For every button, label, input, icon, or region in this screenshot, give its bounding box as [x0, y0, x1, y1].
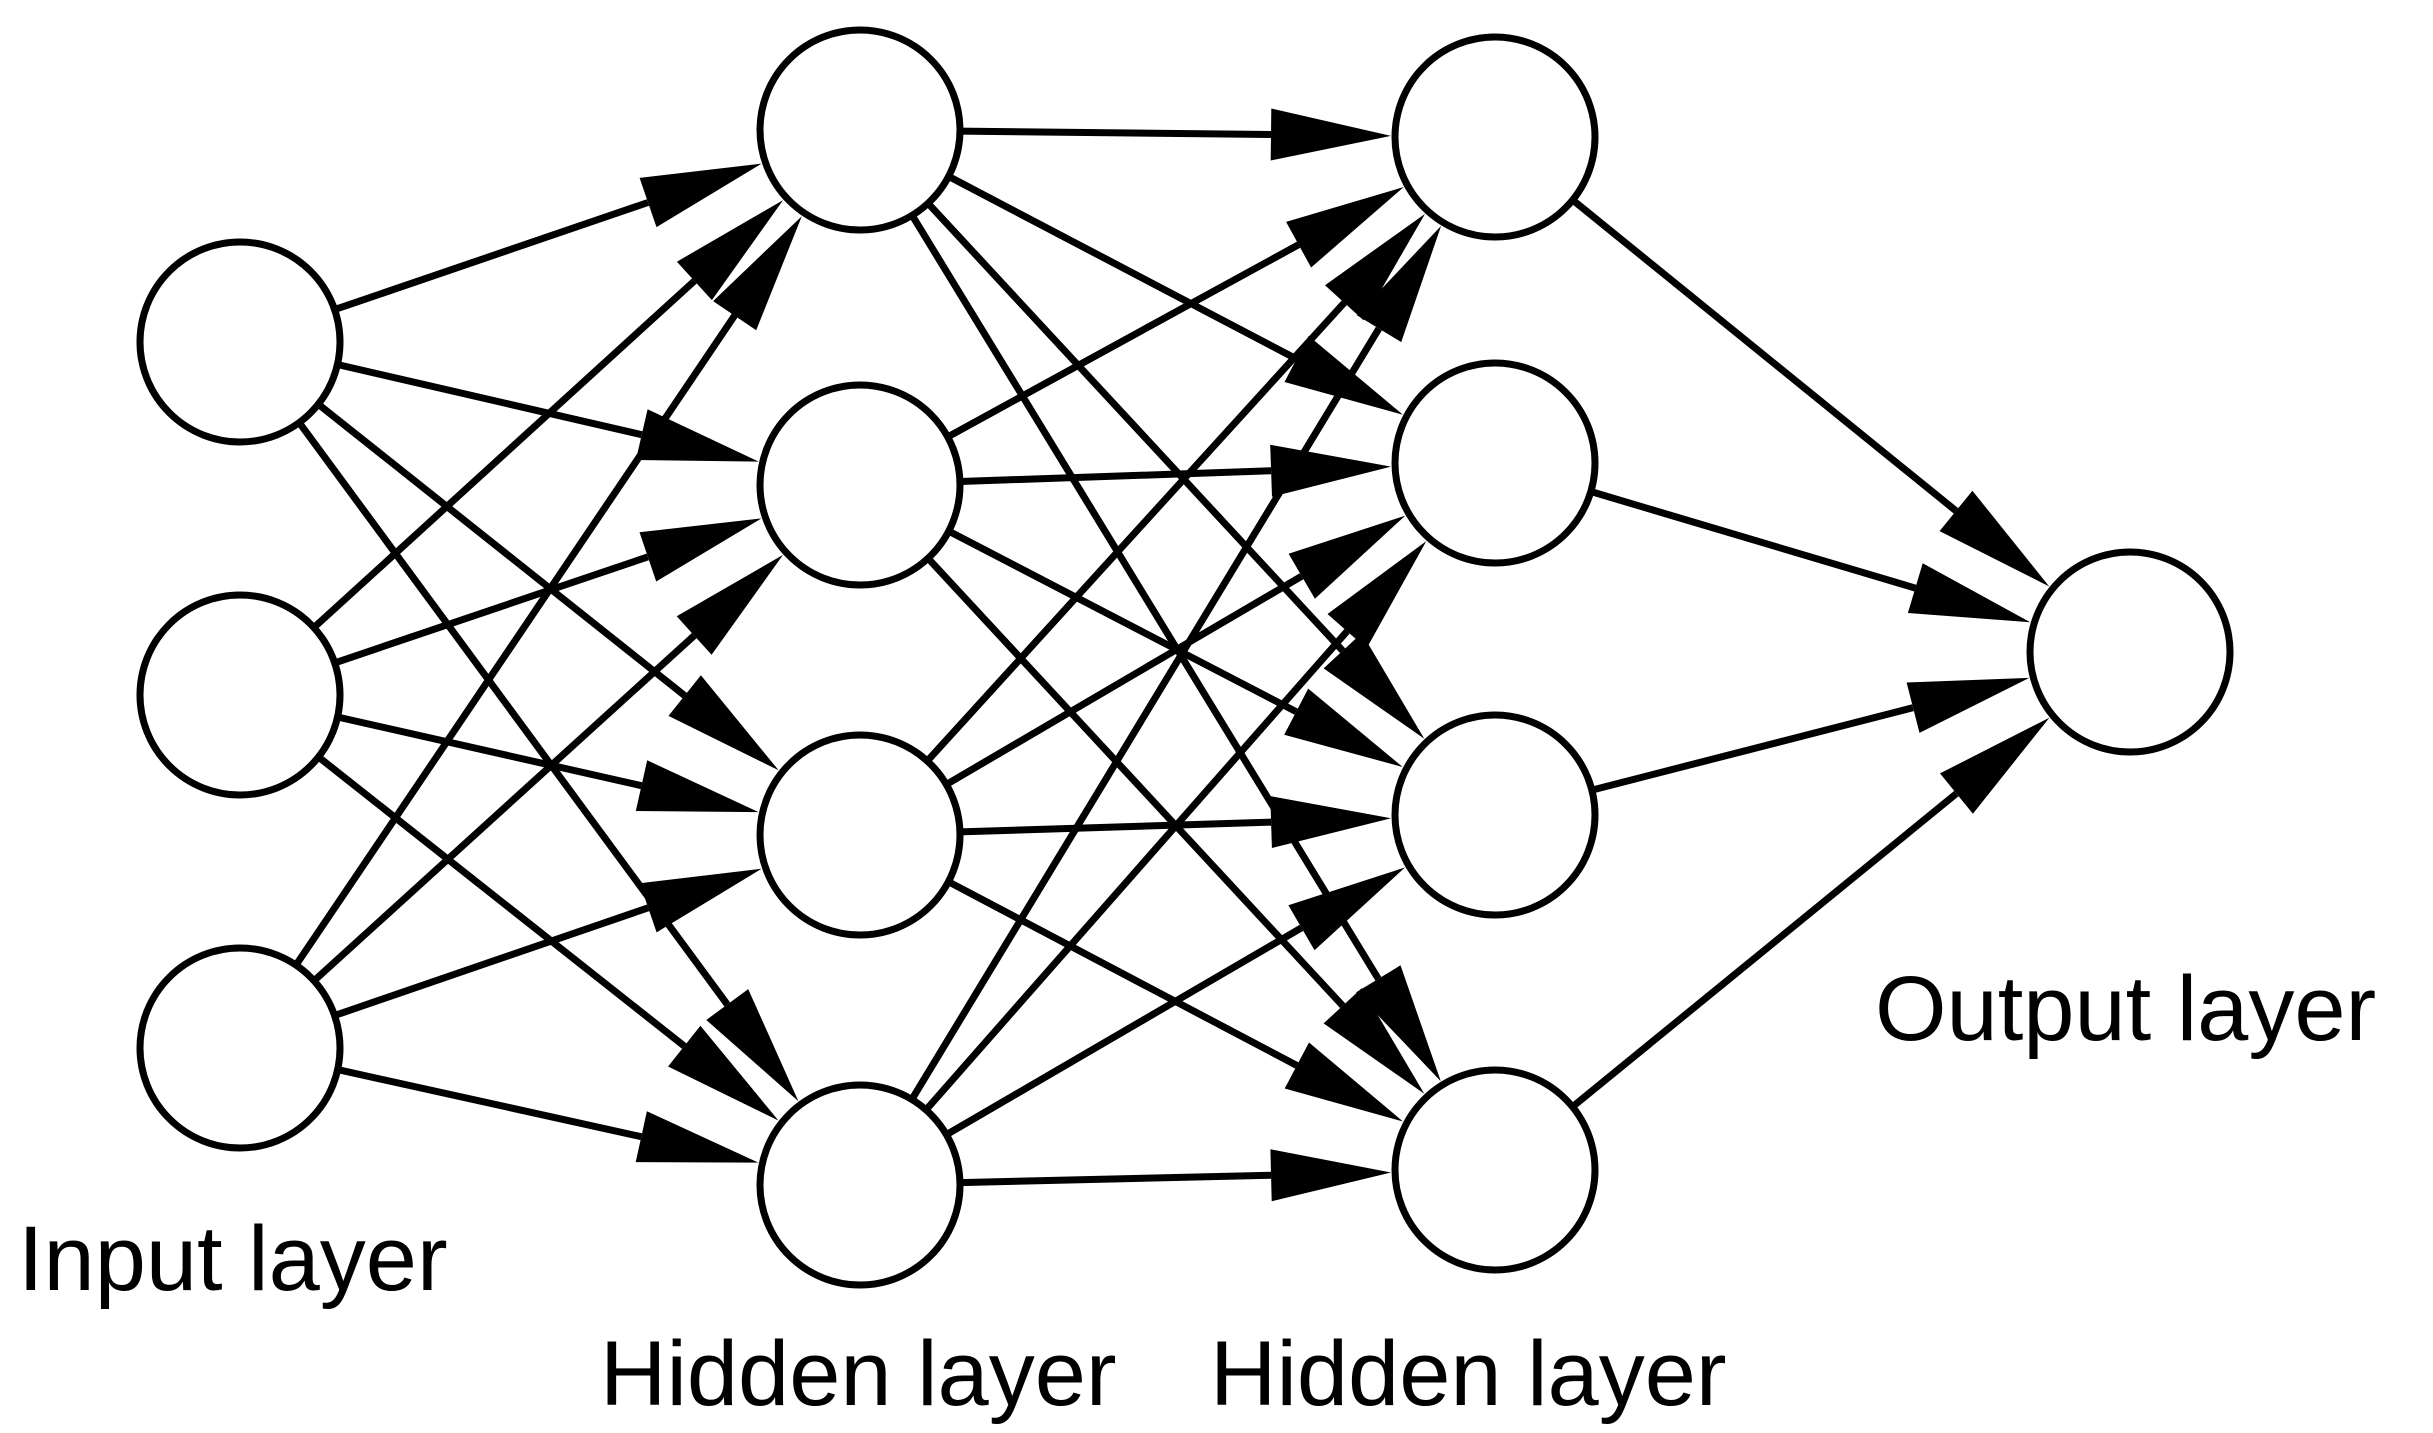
- edge-hidden1-3-hidden2-1: [923, 628, 1350, 1113]
- edge-hidden1-2-hidden2-1: [944, 573, 1304, 788]
- arrowhead-icon: [706, 989, 799, 1102]
- nodes: [136, 26, 2234, 1289]
- arrowhead-icon: [1939, 490, 2050, 587]
- node-hidden2-1: [1391, 359, 1599, 567]
- arrowhead-icon: [1284, 688, 1403, 767]
- edge-hidden1-0-hidden2-3: [909, 213, 1382, 981]
- edge-hidden1-1-hidden2-1: [959, 467, 1272, 485]
- edge-hidden1-1-hidden2-0: [946, 241, 1301, 440]
- arrowhead-icon: [1906, 677, 2030, 733]
- arrowhead-icon: [639, 868, 762, 933]
- arrowhead-icon: [1325, 213, 1425, 321]
- arrowhead-icon: [1286, 187, 1404, 268]
- arrowhead-icon: [1356, 965, 1441, 1082]
- edge-hidden1-0-hidden2-1: [946, 173, 1299, 363]
- arrowhead-icon: [713, 216, 802, 331]
- arrowhead-icon: [1323, 988, 1425, 1094]
- arrowhead-icon: [668, 1025, 779, 1121]
- node-hidden1-3: [756, 1081, 964, 1289]
- arrowhead-icon: [1284, 1042, 1403, 1122]
- arrowhead-icon: [1323, 633, 1425, 739]
- arrowhead-icon: [1327, 541, 1427, 649]
- edge-hidden1-0-hidden2-0: [959, 127, 1272, 138]
- arrowhead-icon: [635, 760, 759, 813]
- hidden-layer-2-label: Hidden layer: [1210, 1323, 1727, 1425]
- edge-hidden1-2-hidden2-0: [924, 300, 1347, 764]
- node-hidden2-0: [1391, 33, 1599, 241]
- arrowhead-icon: [668, 675, 779, 771]
- edge-hidden2-0-output-0: [1570, 197, 1959, 514]
- edge-hidden1-3-hidden2-2: [944, 924, 1304, 1138]
- edge-hidden2-3-output-0: [1570, 790, 1959, 1110]
- node-hidden1-1: [756, 381, 964, 589]
- edge-input-1-hidden1-2: [336, 713, 643, 790]
- arrowhead-icon: [639, 518, 762, 582]
- input-layer-label: Input layer: [18, 1208, 448, 1310]
- arrowhead-icon: [1270, 796, 1392, 848]
- edge-hidden1-3-hidden2-0: [908, 326, 1382, 1102]
- edge-input-1-hidden1-1: [333, 553, 649, 667]
- node-hidden1-0: [756, 26, 964, 234]
- edge-hidden1-2-hidden2-2: [959, 818, 1272, 836]
- node-hidden1-2: [756, 731, 964, 939]
- edge-hidden2-1-output-0: [1589, 488, 1917, 592]
- arrowhead-icon: [1356, 225, 1442, 343]
- arrowhead-icon: [1907, 563, 2031, 623]
- arrowhead-icon: [676, 200, 784, 301]
- edge-hidden1-3-hidden2-3: [959, 1171, 1272, 1187]
- edge-input-2-hidden1-3: [336, 1066, 643, 1141]
- edge-input-2-hidden1-1: [311, 633, 697, 984]
- arrowhead-icon: [1288, 867, 1406, 951]
- edge-hidden1-1-hidden2-2: [947, 527, 1298, 715]
- hidden-layer-1-label: Hidden layer: [600, 1323, 1117, 1425]
- node-output-0: [2026, 548, 2234, 756]
- arrowhead-icon: [676, 554, 783, 655]
- arrowhead-icon: [1270, 444, 1392, 497]
- output-layer-label: Output layer: [1875, 958, 2376, 1060]
- edge-hidden2-2-output-0: [1591, 704, 1914, 794]
- arrowhead-icon: [639, 163, 762, 228]
- edge-input-2-hidden1-2: [333, 904, 650, 1019]
- edge-input-0-hidden1-2: [316, 401, 687, 699]
- node-input-0: [136, 238, 344, 446]
- node-hidden2-2: [1391, 711, 1599, 919]
- node-input-2: [136, 944, 344, 1152]
- edge-input-1-hidden1-3: [316, 754, 687, 1049]
- edge-hidden1-2-hidden2-3: [946, 878, 1299, 1069]
- edge-input-0-hidden1-1: [336, 361, 643, 439]
- edge-hidden1-0-hidden2-2: [925, 200, 1346, 654]
- edge-input-2-hidden1-0: [293, 313, 738, 968]
- arrowhead-icon: [1940, 717, 2050, 814]
- arrowhead-icon: [635, 1111, 759, 1163]
- arrowhead-icon: [1270, 1149, 1391, 1202]
- arrowhead-icon: [1288, 515, 1406, 599]
- arrowhead-icon: [1270, 108, 1391, 161]
- node-hidden2-3: [1391, 1066, 1599, 1274]
- arrowhead-icon: [1284, 335, 1403, 415]
- edge-input-1-hidden1-0: [311, 278, 697, 631]
- edge-input-0-hidden1-0: [333, 199, 650, 313]
- edge-hidden1-1-hidden2-3: [925, 555, 1346, 1009]
- node-input-1: [136, 591, 344, 799]
- connections: [293, 108, 2050, 1202]
